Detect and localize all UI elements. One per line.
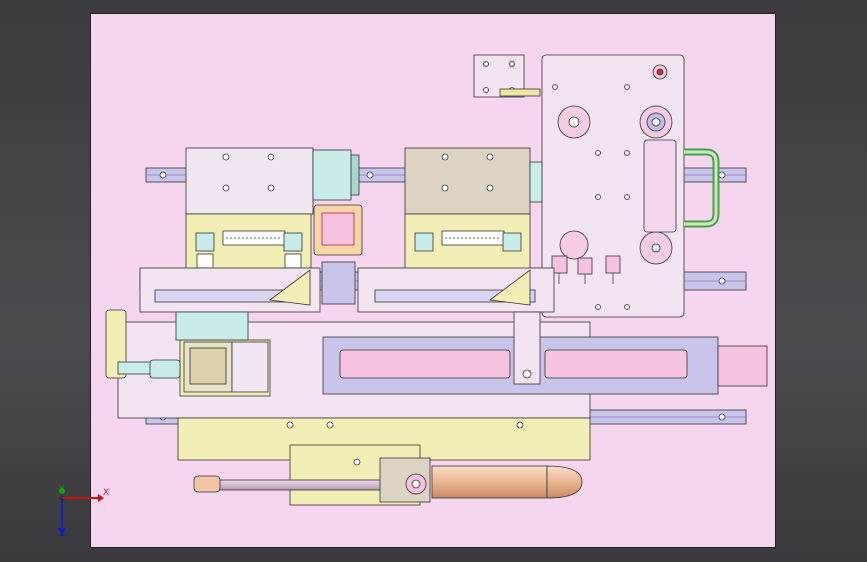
z-axis-label: Z xyxy=(59,529,66,539)
pneumatic-cylinder xyxy=(431,465,548,499)
right-slider-block xyxy=(404,147,531,215)
green-handle xyxy=(684,148,720,228)
y-axis-label: Y xyxy=(59,485,65,495)
axis-triad xyxy=(58,488,104,536)
left-slider-block xyxy=(185,147,314,215)
x-axis-label: X xyxy=(103,488,110,498)
